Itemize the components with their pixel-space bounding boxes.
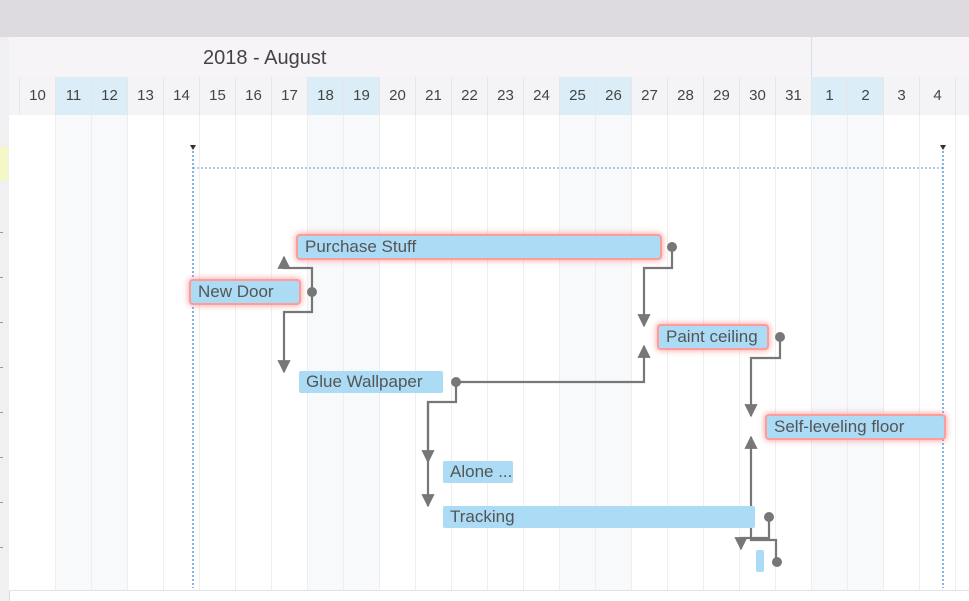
month-header: 2018 - August — [9, 37, 969, 78]
day-column — [200, 115, 236, 591]
day-header-cell: 17 — [272, 77, 308, 115]
day-column — [308, 115, 344, 591]
day-header-cell: 30 — [740, 77, 776, 115]
row-highlight-marker — [0, 147, 8, 181]
day-header-cell: 11 — [56, 77, 92, 115]
day-header-cell: 28 — [668, 77, 704, 115]
day-header-cell: 23 — [488, 77, 524, 115]
day-header-cell: 1 — [812, 77, 848, 115]
task-bar-paint-ceiling[interactable]: Paint ceiling — [659, 326, 767, 348]
day-column — [776, 115, 812, 591]
day-header-cell: 24 — [524, 77, 560, 115]
month-label: 2018 - August — [203, 47, 327, 69]
day-header-cell: 25 — [560, 77, 596, 115]
month-separator — [811, 37, 812, 77]
day-header-cell: 27 — [632, 77, 668, 115]
gantt-bottom-border — [9, 590, 969, 591]
day-column — [92, 115, 128, 591]
day-header-cell: 18 — [308, 77, 344, 115]
day-column — [164, 115, 200, 591]
task-bar-glue-wallpaper[interactable]: Glue Wallpaper — [299, 371, 443, 393]
row-tick — [0, 412, 3, 413]
day-column — [632, 115, 668, 591]
day-header-cell: 13 — [128, 77, 164, 115]
row-tick — [0, 502, 3, 503]
day-header-cell: 3 — [884, 77, 920, 115]
day-column — [128, 115, 164, 591]
day-column — [380, 115, 416, 591]
day-header-cell: 29 — [704, 77, 740, 115]
day-header-cell: 26 — [596, 77, 632, 115]
day-column — [704, 115, 740, 591]
day-header-cell: 2 — [848, 77, 884, 115]
day-column — [344, 115, 380, 591]
day-column — [884, 115, 920, 591]
day-header-cell: 16 — [236, 77, 272, 115]
row-tick — [0, 457, 3, 458]
day-header-cell: 19 — [344, 77, 380, 115]
day-header-cell: 4 — [920, 77, 956, 115]
day-header-cell-partial — [9, 77, 20, 115]
task-bar-tracking[interactable]: Tracking — [443, 506, 755, 528]
day-header-cell: 31 — [776, 77, 812, 115]
row-tick — [0, 367, 3, 368]
task-bar-alone[interactable]: Alone ... — [443, 461, 513, 483]
row-tick — [0, 547, 3, 548]
day-column — [920, 115, 956, 591]
day-header-cell: 12 — [92, 77, 128, 115]
day-column — [272, 115, 308, 591]
row-tick — [0, 322, 3, 323]
row-tick — [0, 232, 3, 233]
task-bar-short-milestone[interactable] — [756, 550, 764, 572]
day-header-cell: 15 — [200, 77, 236, 115]
row-tick — [0, 277, 3, 278]
day-column — [20, 115, 56, 591]
day-header-cell: 14 — [164, 77, 200, 115]
day-column — [236, 115, 272, 591]
day-column — [416, 115, 452, 591]
day-column — [812, 115, 848, 591]
task-bar-new-door[interactable]: New Door — [191, 281, 299, 303]
day-column — [56, 115, 92, 591]
day-header-cell: 22 — [452, 77, 488, 115]
day-column — [668, 115, 704, 591]
day-header-cell: 20 — [380, 77, 416, 115]
day-column — [848, 115, 884, 591]
task-bar-self-leveling-floor[interactable]: Self-leveling floor — [767, 416, 944, 438]
top-toolbar — [0, 0, 969, 37]
day-header-cell: 10 — [20, 77, 56, 115]
task-bar-purchase-stuff[interactable]: Purchase Stuff — [298, 236, 660, 258]
day-header-cell: 21 — [416, 77, 452, 115]
